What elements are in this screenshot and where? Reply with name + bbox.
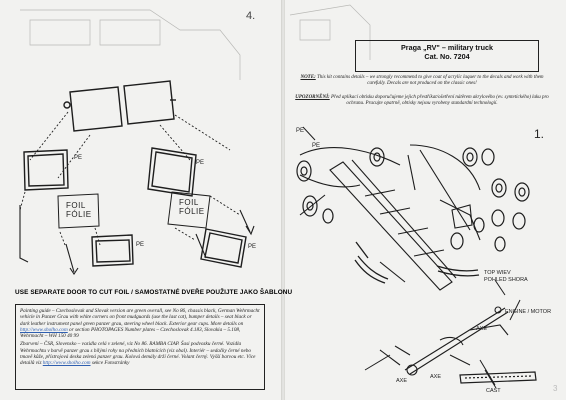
chassis-drawing <box>299 144 481 291</box>
foil-sheet-right <box>167 191 211 229</box>
dashed-guides <box>29 111 231 179</box>
note-en: NOTE: This kit contains details – we str… <box>300 75 544 86</box>
pe-label-2: PE <box>196 160 205 166</box>
faint-cab-sketch <box>20 4 371 80</box>
arrows-right <box>302 126 521 389</box>
foil-text-en: FOIL <box>179 198 199 207</box>
top-view-label: TOP WIEV POHLED SHORA <box>484 270 528 283</box>
wheels <box>296 147 530 252</box>
transmission-shaft <box>379 306 509 376</box>
door-pair-top <box>63 80 176 132</box>
foil-label-left: FOIL FÓLIE <box>66 201 92 219</box>
foil-text-en: FOIL <box>66 201 86 210</box>
pe-label-right-1: PE <box>296 128 305 134</box>
painting-guide-cz: Zbarvení – ČSR, Slovensko – vozidla celá… <box>20 341 256 367</box>
door-right-bottom <box>200 228 247 268</box>
axe-label-3: AXE <box>430 374 442 380</box>
pe-label-3: PE <box>136 242 145 248</box>
step-number: 1. <box>534 127 545 141</box>
website-link[interactable]: http://www.sholho.com <box>20 326 68 333</box>
pe-label-1: PE <box>74 155 83 161</box>
corner-number: 3 <box>553 384 558 393</box>
door-right-middle <box>147 147 197 197</box>
catalog-number: Cat. No. 7204 <box>424 52 470 61</box>
foil-text-cz: FÓLIE <box>179 207 205 216</box>
foil-label-right: FOIL FÓLIE <box>179 198 205 216</box>
arrows-left <box>19 205 255 275</box>
website-link[interactable]: http://www.sholho.com <box>42 360 91 367</box>
foil-sheet-left <box>57 193 100 229</box>
axle-bar <box>459 371 537 384</box>
door-left-bottom <box>91 234 134 267</box>
kit-title: Praga „RV" – military truck <box>401 43 493 52</box>
cut-foil-instruction: USE SEPARATE DOOR TO CUT FOIL / SAMOSTAT… <box>15 289 293 296</box>
door-left-middle <box>23 149 69 191</box>
axe-label-1: AXE <box>476 326 488 332</box>
axe-label-2: AXE <box>396 378 408 384</box>
engine-label: ENGINE / MOTOR <box>505 309 552 315</box>
note-cz: UPOZORNĚNÍ: Před aplikací obtisku doporu… <box>295 95 549 106</box>
springs <box>354 241 480 284</box>
pe-label-4: PE <box>248 244 257 250</box>
painting-guide-box: Painting guide – Czechoslovak and Slovak… <box>15 304 265 390</box>
page-fold <box>281 0 285 400</box>
page-number-left: 4. <box>246 10 256 22</box>
kit-title-box: Praga „RV" – military truck Cat. No. 720… <box>355 40 539 72</box>
cast-label: CAST <box>486 388 501 394</box>
pe-label-right-2: PE <box>312 143 321 149</box>
painting-guide-en: Painting guide – Czechoslovak and Slovak… <box>20 308 260 340</box>
foil-text-cz: FÓLIE <box>66 210 92 219</box>
